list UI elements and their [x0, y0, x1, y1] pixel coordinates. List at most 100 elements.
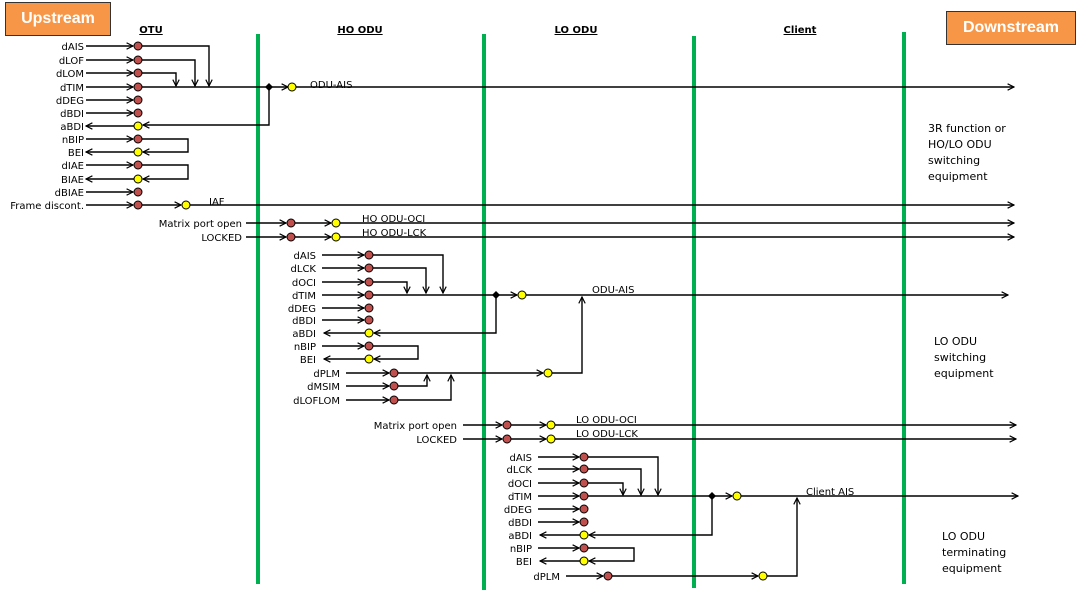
- action-node: [364, 328, 374, 338]
- defect-node: [364, 277, 374, 287]
- defect-node: [133, 200, 143, 210]
- defect-node: [133, 41, 143, 51]
- otu-label-dbiae: dBIAE: [55, 188, 84, 199]
- note-line: LO ODU: [942, 530, 986, 543]
- ho-label-bei: BEI: [300, 355, 316, 366]
- otu-label-dbdi: dBDI: [60, 109, 84, 120]
- lo-label-dplm: dPLM: [533, 572, 560, 583]
- action-node: [364, 354, 374, 364]
- note-line: HO/LO ODU: [928, 138, 992, 151]
- action-node: [133, 147, 143, 157]
- defect-node: [389, 368, 399, 378]
- signal-line: [142, 138, 189, 152]
- ho-label-dtim: dTIM: [292, 291, 316, 302]
- note-3r-function: 3R function or HO/LO ODU switching equip…: [928, 121, 1006, 185]
- defect-node: [389, 395, 399, 405]
- defect-node: [364, 303, 374, 313]
- section-header-lo-odu: LO ODU: [555, 25, 598, 36]
- action-node: [579, 530, 589, 540]
- defect-node: [364, 290, 374, 300]
- defect-node: [133, 187, 143, 197]
- ho-port-input-label: LOCKED: [201, 233, 242, 244]
- note-line: switching: [934, 351, 987, 364]
- otu-label-bei: BEI: [68, 148, 84, 159]
- action-node: [543, 368, 553, 378]
- defect-node: [364, 250, 374, 260]
- signal-line: [373, 345, 419, 359]
- note-lo-odu-switching: LO ODU switching equipment: [934, 334, 994, 382]
- ho-port-input-label: Matrix port open: [159, 219, 242, 230]
- action-node: [517, 290, 527, 300]
- defect-node: [579, 504, 589, 514]
- signal-line: [767, 498, 797, 577]
- lo-port-input-label: LOCKED: [416, 435, 457, 446]
- ho-label-dplm: dPLM: [313, 369, 340, 380]
- signal-line: [588, 468, 641, 495]
- note-line: 3R function or: [928, 122, 1006, 135]
- defect-node: [286, 218, 296, 228]
- signal-line: [142, 59, 195, 86]
- lo-label-dlck: dLCK: [507, 465, 533, 476]
- otu-label-ddeg: dDEG: [56, 96, 84, 107]
- ho-label-dlck: dLCK: [291, 264, 317, 275]
- defect-node: [364, 315, 374, 325]
- ho-label-abdi: aBDI: [292, 329, 316, 340]
- ho-port-output-label: HO ODU-LCK: [362, 228, 427, 239]
- downstream-badge: Downstream: [946, 11, 1076, 45]
- ho-port-output-label: HO ODU-OCI: [362, 214, 425, 225]
- signal-line: [143, 87, 270, 125]
- ho-label-dais: dAIS: [294, 251, 317, 262]
- defect-node: [579, 491, 589, 501]
- signal-line: [552, 297, 582, 374]
- otu-label-framediscont: Frame discont.: [10, 201, 84, 212]
- signal-line: [373, 267, 426, 293]
- otu-label-dais: dAIS: [62, 42, 85, 53]
- lo-label-nbip: nBIP: [510, 544, 532, 555]
- ho-label-dmsim: dMSIM: [307, 382, 340, 393]
- action-node: [579, 556, 589, 566]
- signal-line: [588, 547, 635, 561]
- ho-label-dloflom: dLOFLOM: [293, 396, 340, 407]
- otu-label-dtim: dTIM: [60, 83, 84, 94]
- defect-node: [133, 82, 143, 92]
- action-node: [331, 232, 341, 242]
- action-node: [287, 82, 297, 92]
- section-header-client: Client: [784, 25, 817, 36]
- note-line: switching: [928, 154, 981, 167]
- defect-node: [133, 55, 143, 65]
- otu-label-biae: BIAE: [61, 175, 84, 186]
- otu-label-dlof: dLOF: [59, 56, 84, 67]
- note-line: equipment: [928, 170, 988, 183]
- signal-line: [589, 496, 713, 535]
- client-ais-label: Client AIS: [806, 487, 854, 498]
- lo-label-ddeg: dDEG: [504, 505, 532, 516]
- lo-port-output-label: LO ODU-LCK: [576, 429, 638, 440]
- otu-iaf-label: IAF: [209, 197, 225, 208]
- lo-label-bei: BEI: [516, 557, 532, 568]
- defect-node: [389, 381, 399, 391]
- action-node: [181, 200, 191, 210]
- upstream-badge: Upstream: [5, 2, 111, 36]
- defect-node: [502, 420, 512, 430]
- signal-line: [142, 72, 176, 86]
- otu-label-nbip: nBIP: [62, 135, 84, 146]
- ho-label-dbdi: dBDI: [292, 316, 316, 327]
- lo-label-abdi: aBDI: [508, 531, 532, 542]
- action-node: [546, 434, 556, 444]
- signal-line: [142, 45, 209, 86]
- defect-node: [133, 95, 143, 105]
- note-line: LO ODU: [934, 335, 978, 348]
- otu-ais-label: ODU-AIS: [310, 80, 352, 91]
- action-node: [331, 218, 341, 228]
- signal-line: [588, 482, 623, 495]
- note-line: equipment: [942, 562, 1002, 575]
- defect-node: [133, 160, 143, 170]
- signal-line: [588, 456, 658, 495]
- ho-label-doci: dOCI: [292, 278, 316, 289]
- otu-label-dlom: dLOM: [56, 69, 84, 80]
- defect-node: [579, 452, 589, 462]
- lo-label-dtim: dTIM: [508, 492, 532, 503]
- otu-label-abdi: aBDI: [60, 122, 84, 133]
- signal-line: [398, 375, 451, 401]
